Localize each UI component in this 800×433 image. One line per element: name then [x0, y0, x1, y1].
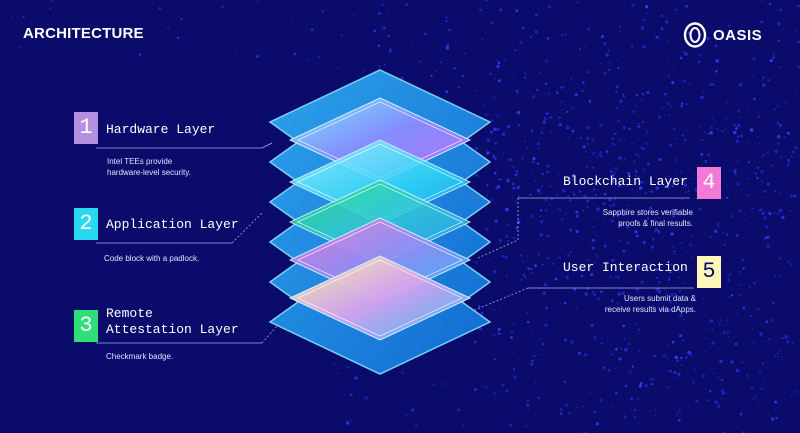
layer-5-title: User Interaction	[563, 260, 688, 275]
layer-1-badge: 1	[74, 112, 98, 144]
page-title: ARCHITECTURE	[23, 25, 144, 42]
layer-4-title: Blockchain Layer	[563, 174, 688, 189]
layer-4-badge: 4	[697, 167, 721, 199]
layer-2-description: Code block with a padlock.	[104, 254, 200, 263]
layer-5-badge: 5	[697, 256, 721, 288]
oasis-logo: OASIS	[683, 22, 762, 48]
layer-2-title: Application Layer	[106, 217, 239, 232]
brand-name: OASIS	[713, 26, 763, 44]
layer-5-description: Users submit data & receive results via …	[604, 294, 696, 314]
layer-3-description: Checkmark badge.	[106, 352, 174, 361]
layer-1-description: Intel TEEs provide hardware-level securi…	[107, 157, 191, 177]
layer-3-title: Remote Attestation Layer	[106, 306, 239, 337]
oasis-logo-icon	[683, 22, 707, 48]
layer-3-badge: 3	[74, 310, 98, 342]
layer-2-badge: 2	[74, 208, 98, 240]
layer-1-title: Hardware Layer	[106, 122, 216, 137]
layer-4-description: Sapphire stores verifiable proofs & fina…	[602, 208, 693, 228]
